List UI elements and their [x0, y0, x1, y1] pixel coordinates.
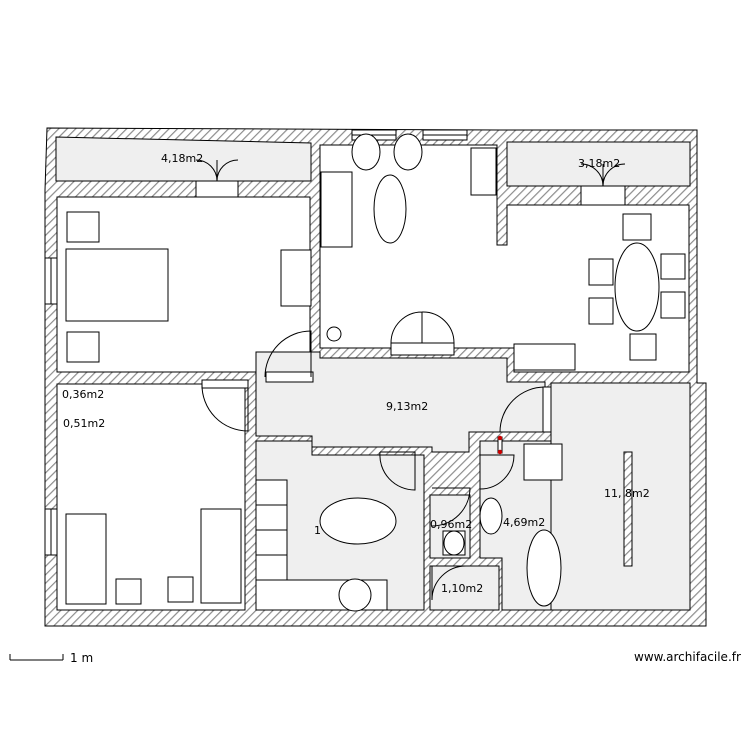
hall: [255, 351, 546, 453]
area-label-shower: 1,10m2: [441, 582, 483, 595]
area-label-wc: 0,96m2: [430, 518, 472, 531]
balcony-top-right: [506, 141, 691, 187]
scale-label: 1 m: [70, 651, 93, 665]
furniture: [65, 133, 686, 612]
watermark-text: www.archifacile.fr: [634, 650, 741, 664]
area-labels: 4,18m2 3,18m2 0,36m2 0,51m2 9,13m2 11, 8…: [62, 152, 650, 595]
area-label-closet-a: 0,36m2: [62, 388, 104, 401]
markers: [497, 435, 503, 455]
shower: [429, 565, 500, 611]
scale-bar: 1 m: [9, 651, 93, 665]
area-label-living-right: 11, 8m2: [604, 487, 650, 500]
living-right: [550, 382, 691, 611]
area-label-top-right-balcony: 3,18m2: [578, 157, 620, 170]
area-label-kitchen: 1: [314, 524, 321, 537]
area-label-closet-b: 0,51m2: [63, 417, 105, 430]
area-label-top-left-balcony: 4,18m2: [161, 152, 203, 165]
doors: [195, 159, 626, 601]
windows: [44, 129, 468, 556]
area-label-hall: 9,13m2: [386, 400, 428, 413]
balcony-top-left: [55, 136, 312, 182]
area-label-bathroom: 4,69m2: [503, 516, 545, 529]
partition-wall: [623, 451, 633, 567]
